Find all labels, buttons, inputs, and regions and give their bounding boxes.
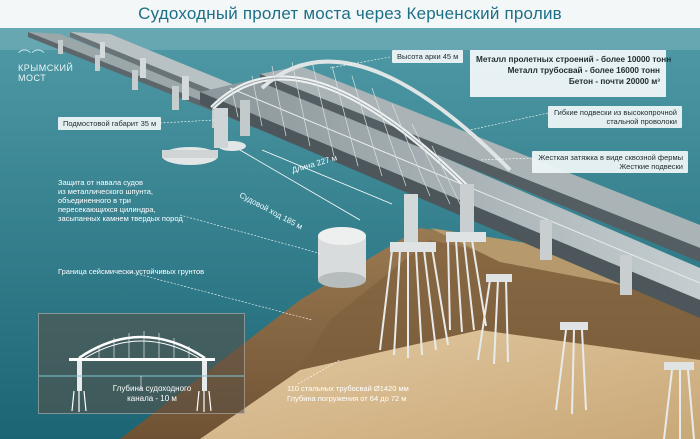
pier-main (404, 184, 632, 295)
inset-arch-diagram (39, 331, 244, 412)
leader-lines (129, 56, 549, 385)
bridge-logo-icon: ⌒⌒ (18, 49, 46, 64)
hangers-line-2: стальной проволоки (606, 117, 677, 126)
page-title: Судоходный пролет моста через Керченский… (138, 4, 562, 23)
protection-line: объединенного в три (58, 196, 131, 205)
note-piles: 110 стальных трубосвай Ø1420 мм Глубина … (287, 384, 409, 404)
pile-cap-4 (560, 322, 588, 330)
sand-layer (200, 330, 700, 439)
pile-cap-3 (486, 274, 512, 282)
pile-cap-5 (664, 362, 694, 370)
label-channel-depth: Глубина судоходного канала - 10 м (102, 384, 202, 404)
note-seismic-boundary: Граница сейсмически устойчивых грунтов (58, 267, 205, 276)
stat-line: Бетон - почти 20000 м³ (568, 77, 660, 86)
note-ship-protection: Защита от навала судов из металлического… (58, 178, 188, 223)
label-arch-height: Высота арки 45 м (392, 50, 464, 63)
logo-line-1: КРЫМСКИЙ (18, 63, 74, 73)
label-rigid-tie: Жесткая затяжка в виде сквозной фермы Же… (532, 151, 688, 173)
arch-span (210, 59, 512, 209)
header-bar: Судоходный пролет моста через Керченский… (0, 0, 700, 28)
pile-cap-1 (390, 242, 436, 252)
stat-line: Металл пролетных строений - более 10000 … (476, 55, 672, 64)
piles-line: 110 стальных трубосвай Ø1420 мм (287, 384, 409, 393)
inset-cross-section (38, 313, 245, 414)
protection-line: Защита от навала судов (58, 178, 143, 187)
depth-line: канала - 10 м (127, 394, 177, 403)
protection-line: пересекающихся цилиндра, (58, 205, 156, 214)
piles-line: Глубина погружения от 64 до 72 м (287, 394, 407, 403)
stat-line: Металл трубосвай - более 16000 тонн (507, 66, 660, 75)
brand-logo: ⌒⌒ КРЫМСКИЙ МОСТ (18, 49, 74, 83)
logo-line-2: МОСТ (18, 73, 47, 83)
dimension-lines (239, 149, 393, 221)
rail-deck (260, 66, 700, 262)
protection-line: из металлического шпунта, (58, 187, 154, 196)
label-flexible-hangers: Гибкие подвески из высокопрочной стально… (548, 106, 682, 128)
tie-line-2: Жесткие подвески (619, 162, 683, 171)
horizon (0, 28, 700, 50)
fender-right (318, 227, 366, 288)
protection-line: засыпанных камнем твердых пород (58, 214, 183, 223)
pile-cap-2 (446, 232, 486, 242)
stats-box: Металл пролетных строений - более 10000 … (470, 50, 672, 97)
pier-left (214, 100, 250, 148)
depth-line: Глубина судоходного (112, 384, 192, 393)
label-underbridge-clearance: Подмостовой габарит 35 м (58, 117, 162, 130)
pile-groups (379, 239, 695, 439)
hangers-line-1: Гибкие подвески из высокопрочной (554, 108, 677, 117)
tie-line-1: Жесткая затяжка в виде сквозной фермы (538, 153, 683, 162)
